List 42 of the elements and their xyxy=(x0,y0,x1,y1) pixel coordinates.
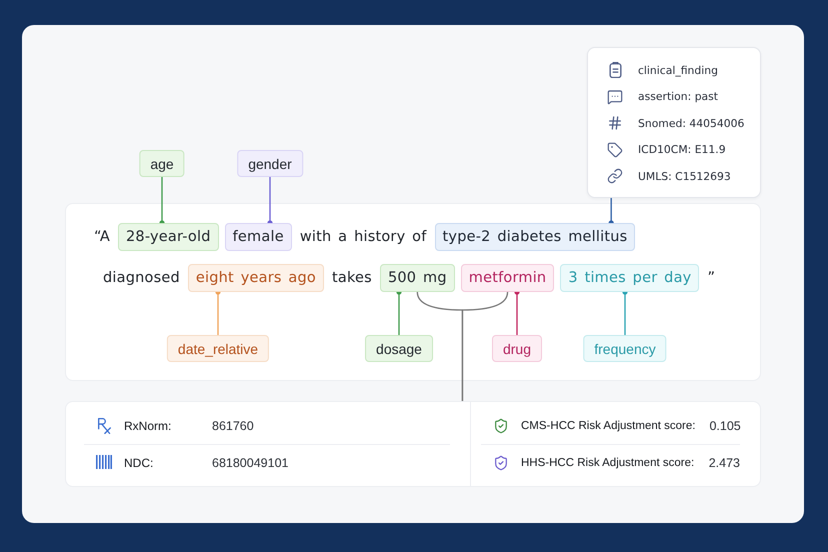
entity-type-label: age xyxy=(139,150,185,177)
code-label: HHS-HCC Risk Adjustment score: xyxy=(521,456,694,468)
detail-text: assertion: past xyxy=(638,90,718,104)
highlighted-entity: type-2 diabetes mellitus xyxy=(434,223,636,251)
detail-text: ICD10CM: E11.9 xyxy=(638,143,726,156)
leader-line xyxy=(514,289,520,335)
highlighted-entity: 3 times per day xyxy=(560,264,700,292)
entity-type-label: gender xyxy=(237,150,303,177)
detail-text: UMLS: C1512693 xyxy=(638,170,731,183)
connector-line xyxy=(462,292,508,401)
highlighted-entity: 28-year-old xyxy=(118,223,219,251)
sentence-text: diagnosed xyxy=(102,270,181,286)
sentence-text: takes xyxy=(331,270,373,286)
leader-line xyxy=(215,289,221,335)
code-value: 0.105 xyxy=(708,418,741,432)
sentence-text: ” xyxy=(706,270,716,286)
code-value: 861760 xyxy=(212,418,254,432)
leader-line xyxy=(267,177,273,226)
entity-type-label: drug xyxy=(492,335,542,362)
entity-type-label: date_relative xyxy=(166,335,270,362)
leader-line xyxy=(159,177,165,226)
leader-line xyxy=(396,289,402,335)
entity-type-label: dosage xyxy=(365,335,433,362)
code-value: 68180049101 xyxy=(212,456,288,470)
leader-line xyxy=(622,289,628,335)
code-label: RxNorm: xyxy=(124,418,172,432)
code-label: CMS-HCC Risk Adjustment score: xyxy=(521,420,696,432)
code-panel xyxy=(65,401,761,487)
code-label: NDC: xyxy=(124,456,154,470)
detail-text: Snomed: 44054006 xyxy=(638,116,744,130)
sentence-text: with a history of xyxy=(298,229,428,245)
concept-details-card xyxy=(587,47,761,198)
highlighted-entity: eight years ago xyxy=(188,264,324,292)
highlighted-entity: 500 mg xyxy=(380,264,455,292)
detail-text: clinical_finding xyxy=(638,64,718,77)
sentence-panel xyxy=(65,203,761,381)
highlighted-entity: metformin xyxy=(460,264,554,292)
sentence-text: “A xyxy=(93,229,111,245)
highlighted-entity: female xyxy=(224,223,292,251)
leader-line xyxy=(608,198,614,226)
code-value: 2.473 xyxy=(708,456,740,470)
entity-type-label: frequency xyxy=(583,335,667,362)
